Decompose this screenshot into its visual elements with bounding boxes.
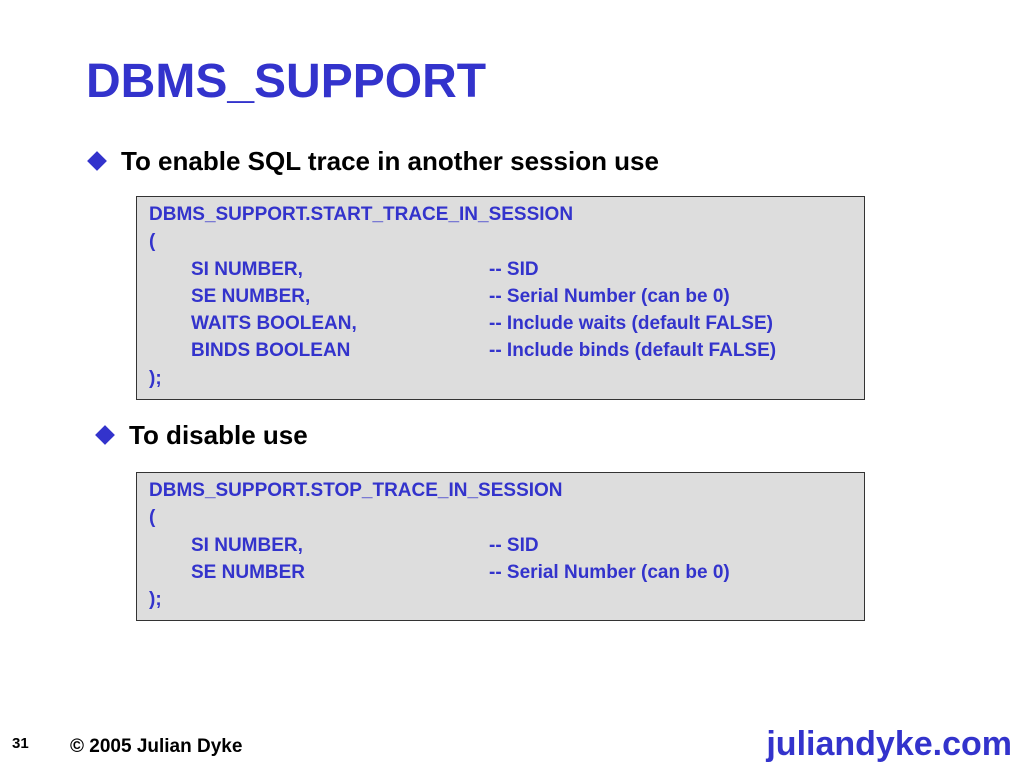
diamond-bullet-icon bbox=[95, 425, 115, 445]
code-line-open: ( bbox=[149, 507, 156, 529]
param-comment: -- SID bbox=[489, 258, 539, 280]
slide-title: DBMS_SUPPORT bbox=[86, 55, 487, 108]
diamond-bullet-icon bbox=[87, 151, 107, 171]
code-line-header: DBMS_SUPPORT.STOP_TRACE_IN_SESSION bbox=[149, 480, 563, 501]
param-name: BINDS BOOLEAN bbox=[191, 340, 351, 362]
code-line-header: DBMS_SUPPORT.START_TRACE_IN_SESSION bbox=[149, 204, 574, 225]
website-link[interactable]: juliandyke.com bbox=[766, 725, 1012, 763]
bullet-enable-trace: To enable SQL trace in another session u… bbox=[87, 146, 659, 176]
param-name: SI NUMBER, bbox=[191, 258, 303, 280]
param-comment: -- Serial Number (can be 0) bbox=[489, 561, 730, 583]
code-line-close: ); bbox=[149, 367, 162, 389]
param-comment: -- Include binds (default FALSE) bbox=[489, 340, 777, 362]
code-line-param: SE NUMBER -- Serial Number (can be 0) bbox=[149, 559, 864, 586]
param-name: WAITS BOOLEAN, bbox=[191, 313, 357, 335]
code-line-param: WAITS BOOLEAN, -- Include waits (default… bbox=[149, 310, 864, 337]
bullet-text: To enable SQL trace in another session u… bbox=[121, 146, 659, 176]
bullet-disable-trace: To disable use bbox=[95, 420, 308, 450]
code-line-open: ( bbox=[149, 231, 156, 253]
code-line-param: SI NUMBER, -- SID bbox=[149, 256, 864, 283]
param-name: SE NUMBER, bbox=[191, 285, 311, 307]
code-line-param: SI NUMBER, -- SID bbox=[149, 532, 864, 559]
code-block-start-trace: DBMS_SUPPORT.START_TRACE_IN_SESSION ( SI… bbox=[136, 196, 865, 400]
copyright-text: © 2005 Julian Dyke bbox=[70, 736, 243, 757]
param-comment: -- SID bbox=[489, 534, 539, 556]
code-block-stop-trace: DBMS_SUPPORT.STOP_TRACE_IN_SESSION ( SI … bbox=[136, 472, 865, 621]
code-line-param: BINDS BOOLEAN -- Include binds (default … bbox=[149, 337, 864, 364]
param-name: SE NUMBER bbox=[191, 561, 306, 583]
param-comment: -- Serial Number (can be 0) bbox=[489, 285, 730, 307]
code-line-param: SE NUMBER, -- Serial Number (can be 0) bbox=[149, 283, 864, 310]
param-name: SI NUMBER, bbox=[191, 534, 303, 556]
code-line-close: ); bbox=[149, 589, 162, 611]
page-number: 31 bbox=[12, 735, 29, 752]
param-comment: -- Include waits (default FALSE) bbox=[489, 313, 773, 335]
bullet-text: To disable use bbox=[129, 420, 308, 450]
